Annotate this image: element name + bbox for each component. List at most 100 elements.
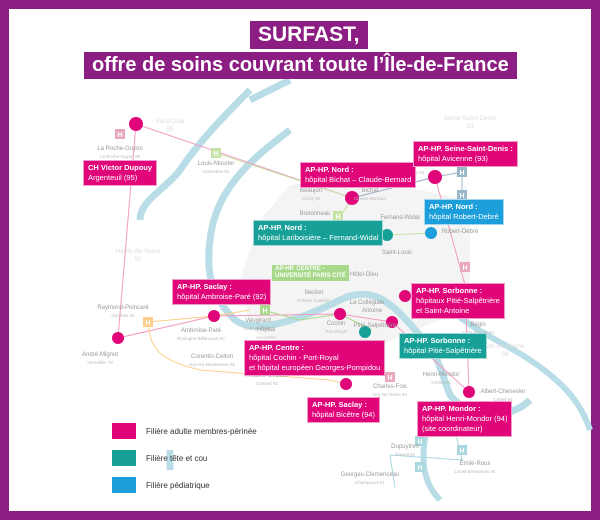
place-name: Louis-Mourier <box>197 161 235 167</box>
site-label-text: (site coordinateur) <box>422 424 483 433</box>
legend-swatch <box>112 450 136 466</box>
site-label-text: CH Victor Dupouy <box>88 163 153 172</box>
dept-num: 92 <box>134 256 142 263</box>
place-name: Robert-Debré <box>441 229 479 235</box>
title-line-1: SURFAST, <box>250 21 368 49</box>
place-name: Raymond-Poincaré <box>97 305 149 311</box>
place-label: Fernand-Widal <box>380 215 419 222</box>
place-sub: Claude-Bernard <box>354 196 386 201</box>
place-sub: Créteil 94 <box>431 380 451 385</box>
place-name: Bégin <box>470 322 486 328</box>
place-name: Antoine <box>361 308 383 314</box>
site-label-text: hôpital Pitié-Salpêtrière <box>404 346 482 355</box>
svg-text:H: H <box>262 308 267 315</box>
place-sub: Clamart 92 <box>255 381 279 386</box>
site-label-text: hôpital Bichat – Claude-Bernard <box>305 175 412 184</box>
site-label-text: AP-HP. Mondor : <box>422 404 481 413</box>
place-name: Antoine-Béclère <box>245 373 289 379</box>
site-label-text: hôpital Ambroise-Paré (92) <box>177 292 267 301</box>
site-label-bicetre: AP-HP. Saclay :hôpital Bicêtre (94) <box>307 397 380 423</box>
site-label-pitie-head-neck: AP-HP. Sorbonne :hôpital Pitié-Salpêtriè… <box>399 333 487 359</box>
legend-label: Filière tête et cou <box>146 453 208 463</box>
site-label-pitie-saint-antoine: AP-HP. Sorbonne :hôpitaux Pitié-Salpêtri… <box>411 283 505 319</box>
place-name: Bichat <box>361 188 379 194</box>
place-name: André-Mignot <box>81 352 119 358</box>
place-name: La Collégiale <box>349 300 385 306</box>
svg-text:H: H <box>459 193 464 200</box>
dept-name: Hauts-de-Seine <box>115 248 161 255</box>
centre-tag: AP-HP. CENTRE -UNIVERSITÉ PARIS CITÉ <box>272 265 349 281</box>
site-label-text: hôpital Cochin - Port-Royal <box>249 353 339 362</box>
legend-pediatric: Filière pédiatrique <box>112 477 210 493</box>
dept-num: 94 <box>501 351 509 358</box>
place-sub: Enfants malades <box>297 298 331 303</box>
place-name: Fernand-Widal <box>380 215 420 221</box>
place-name: Ambroise-Paré <box>180 328 222 334</box>
place-sub: Saint-Mandé 94 <box>462 330 494 335</box>
centre-tag-line1: AP-HP. CENTRE - <box>275 266 325 272</box>
site-label-avicenne: AP-HP. Seine-Saint-Denis :hôpital Avicen… <box>413 141 518 167</box>
site-label-text: hôpital Lariboisière – Fernand-Widal <box>258 233 379 242</box>
place-label: La Roche-Guyon La Roche-Guyon 95 <box>97 146 142 160</box>
dept-name: Val-d'Oise <box>155 118 185 125</box>
seine-river <box>136 76 533 470</box>
svg-text:H: H <box>462 265 467 272</box>
legend-swatch <box>112 477 136 493</box>
svg-text:H: H <box>145 320 150 327</box>
place-name: Émile-Roux <box>459 461 491 467</box>
place-sub: Gabriel-Pallez <box>243 326 273 331</box>
svg-text:H: H <box>459 448 464 455</box>
title-line-2: offre de soins couvrant toute l’Île-de-F… <box>84 52 517 79</box>
place-label: La Collégiale <box>350 300 385 307</box>
site-label-text: hôpital Avicenne (93) <box>418 154 488 163</box>
site-label-text: hôpital Bicêtre (94) <box>312 410 375 419</box>
svg-text:H: H <box>387 375 392 382</box>
dept-num: 93 <box>466 123 474 130</box>
site-label-text: AP-HP. Seine-Saint-Denis : <box>418 144 513 153</box>
place-sub: Versailles 78 <box>87 360 113 365</box>
place-name: Hôtel-Dieu <box>349 272 379 278</box>
site-label-text: Argenteuil (95) <box>88 173 138 182</box>
svg-text:H: H <box>335 214 340 221</box>
place-label: BéginSaint-Mandé 94 <box>462 322 494 336</box>
svg-text:H: H <box>459 170 464 177</box>
place-sub: Clichy 92 <box>301 196 321 201</box>
site-label-text: AP-HP. Nord : <box>429 202 478 211</box>
place-sub: Draveil 91 <box>394 452 416 457</box>
place-name: Saint-Louis <box>381 250 413 256</box>
place-sub: Colombes 92 <box>202 169 230 174</box>
place-sub: La Roche-Guyon 95 <box>99 154 141 159</box>
centre-tag-line2: UNIVERSITÉ PARIS CITÉ <box>275 273 346 279</box>
dept-name: Seine-Saint-Denis <box>443 115 497 122</box>
place-label: Bretonneau <box>299 211 330 218</box>
place-sub: Créteil 94 <box>493 397 513 402</box>
legend-head-neck: Filière tête et cou <box>112 450 207 466</box>
site-label-bichat: AP-HP. Nord :hôpital Bichat – Claude-Ber… <box>300 162 417 188</box>
place-name: Bretonneau <box>299 211 331 217</box>
place-name: Pitié-Salpêtrière <box>353 323 397 329</box>
place-name: Albert-Chenevier <box>480 389 526 395</box>
place-name: La Roche-Guyon <box>97 146 143 152</box>
legend-label: Filière pédiatrique <box>146 480 210 490</box>
site-label-text: AP-HP. Sorbonne : <box>404 336 471 345</box>
site-label-cochin-hegp: AP-HP. Centre :hôpital Cochin - Port-Roy… <box>244 340 386 376</box>
place-name: Necker <box>304 290 324 296</box>
site-label-robert-debre: AP-HP. Nord :hôpital Robert-Debré <box>424 199 504 225</box>
legend-swatch <box>112 423 136 439</box>
